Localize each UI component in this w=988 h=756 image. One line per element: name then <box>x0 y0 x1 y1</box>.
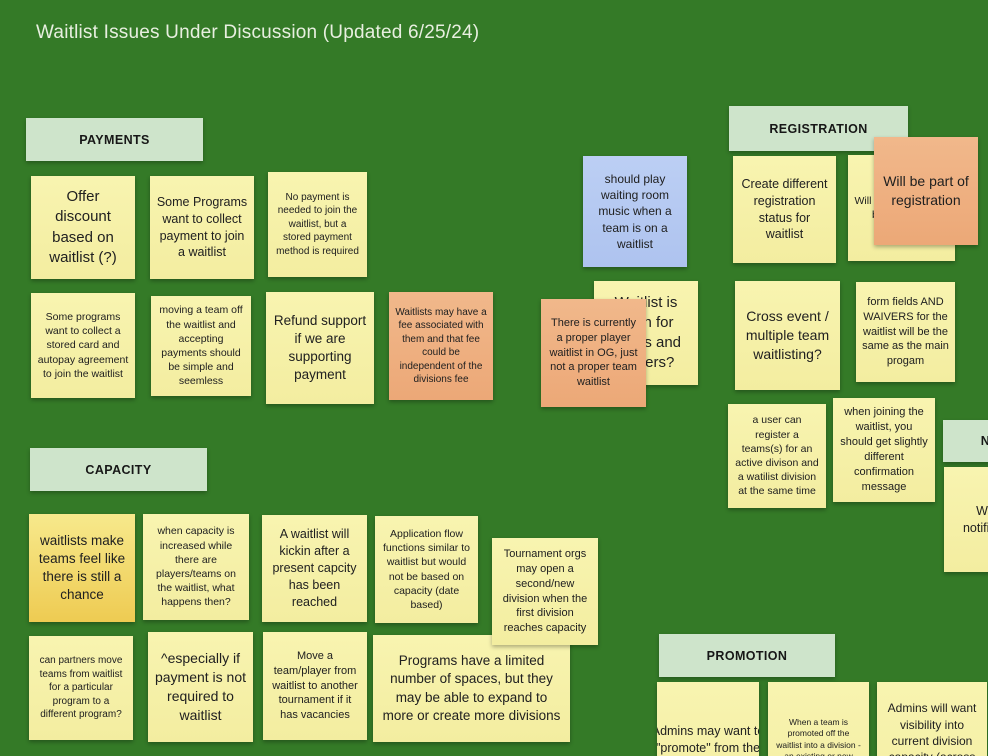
sticky-note-admins-visibility[interactable]: Admins will want visibility into current… <box>877 682 987 756</box>
sticky-note-offer-discount[interactable]: Offer discount based on waitlist (?) <box>31 176 135 279</box>
sticky-note-waitlist-notifications[interactable]: Waitlist notifications <box>944 467 988 572</box>
sticky-note-stored-card-autopay[interactable]: Some programs want to collect a stored c… <box>31 293 135 398</box>
sticky-note-confirmation-message[interactable]: when joining the waitlist, you should ge… <box>833 398 935 502</box>
section-header-promotion[interactable]: PROMOTION <box>659 634 835 677</box>
sticky-note-player-waitlist-og[interactable]: There is currently a proper player waitl… <box>541 299 646 407</box>
section-header-notifications[interactable]: NOTIFICATIONS <box>943 420 988 462</box>
sticky-note-moving-team-simple[interactable]: moving a team off the waitlist and accep… <box>151 296 251 396</box>
sticky-note-collect-payment[interactable]: Some Programs want to collect payment to… <box>150 176 254 279</box>
sticky-note-application-flow[interactable]: Application flow functions similar to wa… <box>375 516 478 623</box>
sticky-note-tournament-orgs[interactable]: Tournament orgs may open a second/new di… <box>492 538 598 645</box>
sticky-note-register-both-divisions[interactable]: a user can register a teams(s) for an ac… <box>728 404 826 508</box>
board-title[interactable]: Waitlist Issues Under Discussion (Update… <box>36 22 480 43</box>
sticky-note-cross-event[interactable]: Cross event / multiple team waitlisting? <box>735 281 840 390</box>
section-header-capacity[interactable]: CAPACITY <box>30 448 207 491</box>
sticky-note-form-fields-waivers[interactable]: form fields AND WAIVERS for the waitlist… <box>856 282 955 382</box>
sticky-note-still-a-chance[interactable]: waitlists make teams feel like there is … <box>29 514 135 622</box>
sticky-note-no-payment-needed[interactable]: No payment is needed to join the waitlis… <box>268 172 367 277</box>
sticky-note-refund-support[interactable]: Refund support if we are supporting paym… <box>266 292 374 404</box>
sticky-note-waiting-room-music[interactable]: should play waiting room music when a te… <box>583 156 687 267</box>
section-header-payments[interactable]: PAYMENTS <box>26 118 203 161</box>
sticky-note-admins-promote[interactable]: Admins may want to "promote" from the Wa… <box>657 682 759 756</box>
sticky-note-move-team-vacancies[interactable]: Move a team/player from waitlist to anot… <box>263 632 367 740</box>
sticky-note-especially-if[interactable]: ^especially if payment is not required t… <box>148 632 253 742</box>
section-header-registration[interactable]: REGISTRATION <box>729 106 908 151</box>
sticky-note-registration-status[interactable]: Create different registration status for… <box>733 156 836 263</box>
sticky-note-waitlist-kickin[interactable]: A waitlist will kickin after a present c… <box>262 515 367 622</box>
sticky-note-invoice-updated[interactable]: When a team is promoted off the waitlist… <box>768 682 869 756</box>
sticky-note-part-of-registration[interactable]: Will be part of registration <box>874 137 978 245</box>
sticky-note-capacity-increased[interactable]: when capacity is increased while there a… <box>143 514 249 620</box>
sticky-note-partners-move[interactable]: can partners move teams from waitlist fo… <box>29 636 133 740</box>
sticky-note-programs-limited[interactable]: Programs have a limited number of spaces… <box>373 635 570 742</box>
sticky-note-waitlist-fee[interactable]: Waitlists may have a fee associated with… <box>389 292 493 400</box>
